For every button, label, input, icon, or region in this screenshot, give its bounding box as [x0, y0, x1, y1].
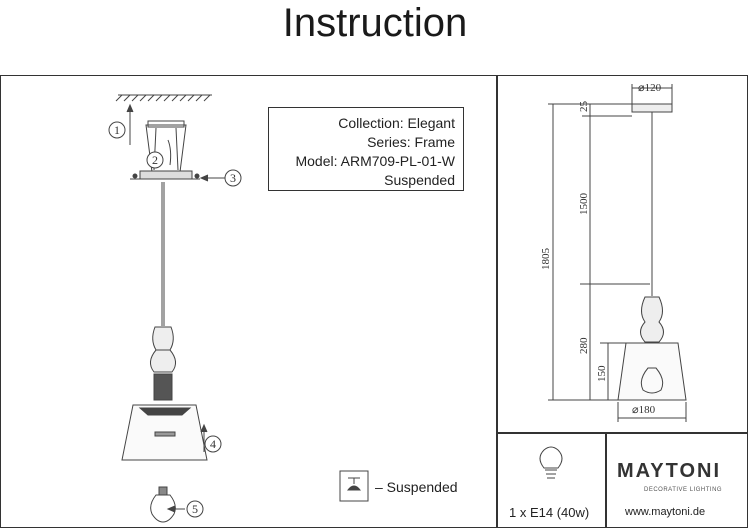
dim-cable-length: 1500	[578, 193, 590, 216]
lamp-body	[150, 326, 176, 401]
frame-divider-vertical	[496, 75, 498, 528]
bulb-spec-icon	[539, 446, 563, 479]
model-text: Model: ARM709-PL-01-W	[295, 153, 455, 169]
dim-canopy-height: 25	[578, 101, 590, 113]
drawing-frame	[0, 75, 748, 528]
series-text: Series: Frame	[367, 134, 455, 150]
dimension-drawing	[548, 84, 687, 422]
suspended-legend-label: – Suspended	[375, 479, 458, 495]
ceiling-hatch	[115, 94, 212, 102]
frame-divider-bottom	[605, 432, 607, 528]
step-3: 3	[230, 171, 236, 185]
dim-body-height: 280	[578, 337, 590, 354]
brand-website: www.maytoni.de	[625, 506, 706, 518]
dim-shade-height: 150	[596, 365, 608, 382]
bulb-icon	[150, 486, 176, 523]
step-4: 4	[210, 437, 216, 451]
brand-logo: MAYTONI	[617, 460, 722, 482]
dim-total-height: 1805	[540, 248, 552, 271]
step-5: 5	[192, 502, 198, 516]
step-1: 1	[114, 123, 120, 137]
frame-divider-horizontal	[496, 432, 748, 434]
suspended-legend-icon	[339, 470, 369, 502]
lamp-shade	[121, 404, 208, 461]
dim-shade-diameter: ⌀180	[632, 404, 656, 416]
step-markers: 1 2 3 4 5	[108, 121, 242, 518]
type-text: Suspended	[384, 172, 455, 188]
bulb-spec-label: 1 x E14 (40w)	[509, 505, 590, 520]
product-info-box: Collection: Elegant Series: Frame Model:…	[268, 107, 464, 191]
step-2: 2	[152, 153, 158, 167]
mounting-bracket	[130, 120, 200, 180]
dim-canopy-diameter: ⌀120	[638, 82, 662, 94]
page-title: Instruction	[282, 1, 468, 45]
collection-text: Collection: Elegant	[338, 115, 455, 131]
brand-tagline: DECORATIVE LIGHTING	[644, 487, 723, 493]
